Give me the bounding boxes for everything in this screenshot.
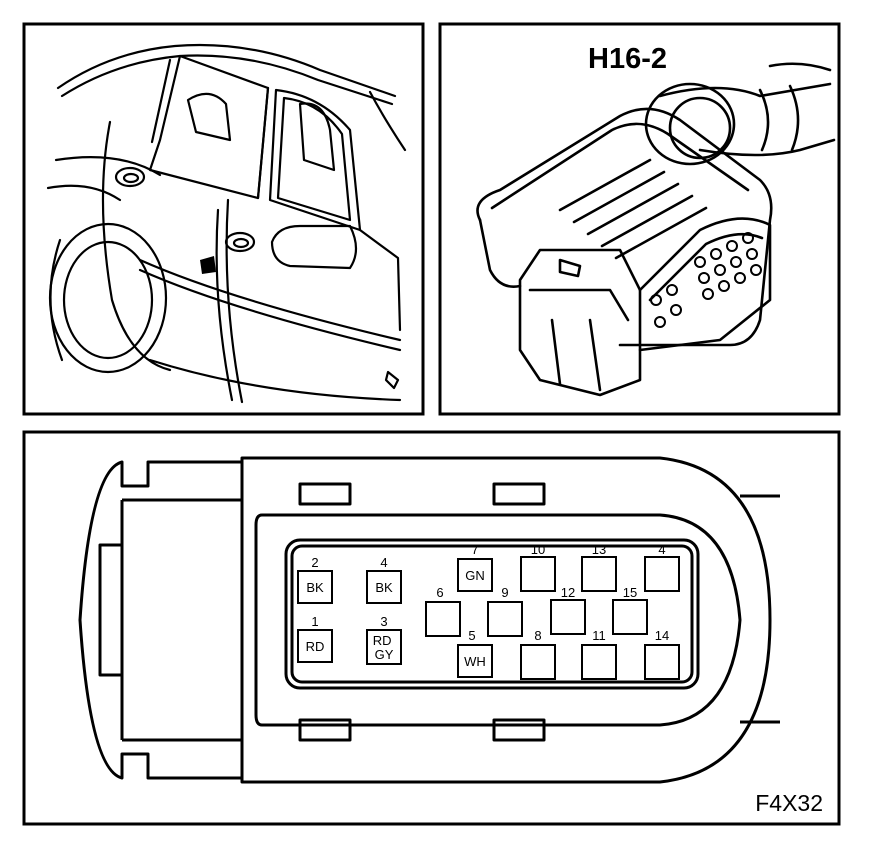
pin-number: 4 [658, 542, 665, 557]
pin-number: 6 [436, 585, 443, 600]
pin-wire-color: RD GY [373, 633, 395, 662]
figure-code: F4X32 [755, 790, 823, 816]
pin-15-cavity [612, 599, 648, 635]
pin-1-cavity [297, 629, 333, 663]
pin-number: 11 [592, 628, 606, 643]
pin-5-cavity [457, 644, 493, 678]
pin-wire-color: WH [464, 654, 486, 669]
pin-13-cavity [581, 556, 617, 592]
connector-3d-panel: H16-2 [438, 22, 841, 416]
pin-number: 5 [468, 628, 475, 643]
pin-number: 7 [471, 542, 478, 557]
pin-number: 4 [380, 555, 387, 570]
pin-4a-cavity [366, 570, 402, 604]
pin-number: 15 [623, 585, 637, 600]
pin-wire-color: RD [306, 639, 325, 654]
pin-wire-color-line-1: RD [373, 633, 392, 648]
pin-2-cavity [297, 570, 333, 604]
pin-wire-color-line-2: GY [375, 647, 394, 662]
pin-number: 8 [534, 628, 541, 643]
pin-3-cavity [366, 629, 402, 665]
pin-number: 12 [561, 585, 575, 600]
pin-number: 13 [592, 542, 606, 557]
pin-4b-cavity [644, 556, 680, 592]
pin-wire-color: BK [306, 580, 324, 595]
pin-12-cavity [550, 599, 586, 635]
pin-7-cavity [457, 558, 493, 592]
pin-9-cavity [487, 601, 523, 637]
connector-location-marker [200, 256, 216, 274]
pin-number: 10 [531, 542, 545, 557]
pin-14-cavity [644, 644, 680, 680]
pinout-panel: 2 4 7 10 13 4 6 9 12 15 1 3 5 8 11 14 BK… [22, 430, 841, 826]
car-door-panel [22, 22, 425, 416]
pin-11-cavity [581, 644, 617, 680]
pin-number: 9 [501, 585, 508, 600]
pin-6-cavity [425, 601, 461, 637]
pin-number: 3 [380, 614, 387, 629]
connector-id-label: H16-2 [588, 43, 667, 75]
pin-wire-color: BK [375, 580, 393, 595]
pin-8-cavity [520, 644, 556, 680]
pin-number: 14 [655, 628, 669, 643]
pin-10-cavity [520, 556, 556, 592]
pin-wire-color: GN [465, 568, 485, 583]
pin-number: 1 [311, 614, 318, 629]
pin-number: 2 [311, 555, 318, 570]
